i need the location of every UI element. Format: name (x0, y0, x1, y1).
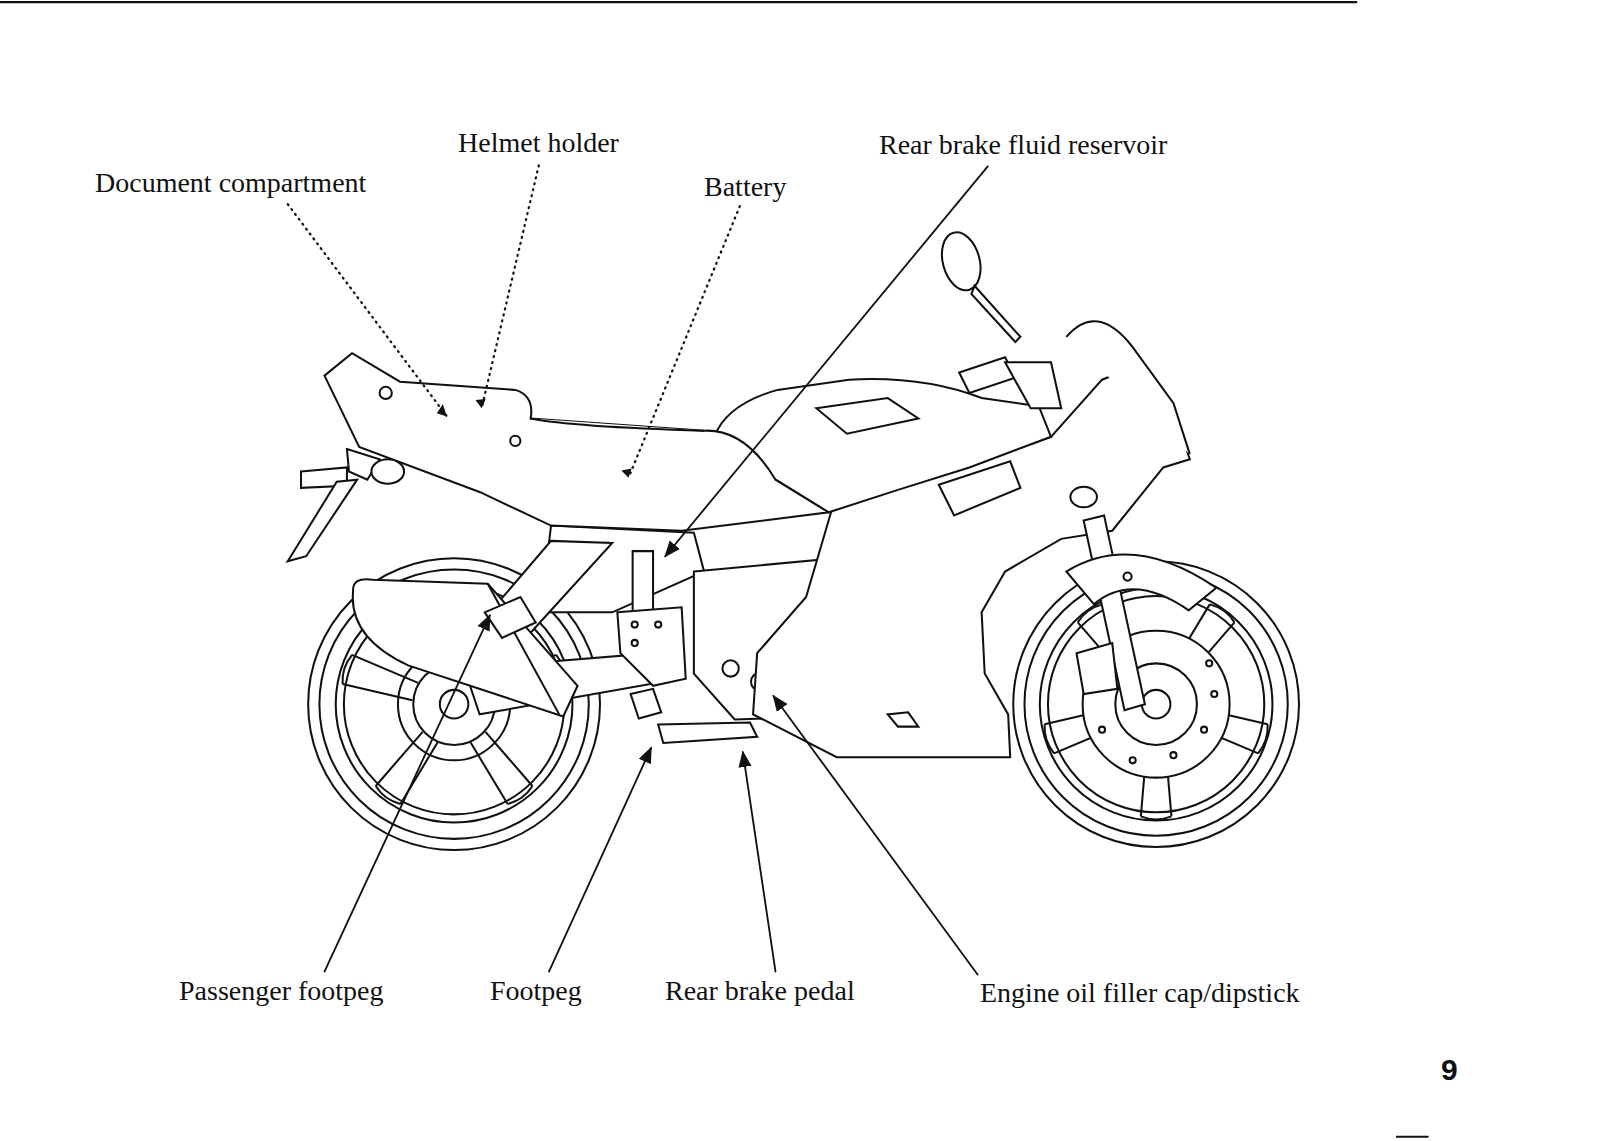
part-label: Rear brake pedal (665, 976, 855, 1007)
front-wheel (1013, 561, 1299, 847)
mirror-handlebar (936, 228, 1061, 408)
part-label: Engine oil filler cap/dipstick (980, 978, 1300, 1009)
part-label: Passenger footpeg (179, 976, 384, 1007)
passenger-footpeg-part (485, 597, 536, 638)
front-fork-fender (1066, 515, 1216, 710)
page-number: 9 (1441, 1053, 1458, 1086)
exhaust-muffler (353, 579, 578, 716)
part-label: Footpeg (490, 976, 582, 1007)
rider-footpeg-bracket (617, 607, 757, 743)
part-label: Helmet holder (458, 128, 619, 159)
leader-lines (288, 165, 988, 974)
part-label: Rear brake fluid reservoir (879, 130, 1167, 161)
page-rule (0, 2, 1429, 1137)
part-label: Battery (704, 172, 786, 203)
part-label: Document compartment (95, 168, 366, 199)
